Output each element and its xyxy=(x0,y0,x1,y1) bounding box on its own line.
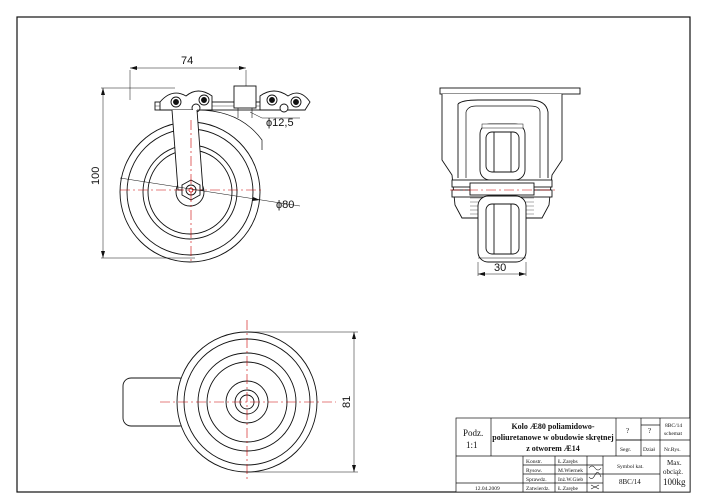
name-sprawdz: Inż.W.Gieb xyxy=(558,477,583,483)
role-sprawdz: Sprawdz. xyxy=(526,477,547,483)
symbol-label: Symbol kat. xyxy=(617,464,644,470)
segr-value: ? xyxy=(626,427,629,435)
name-rysow: M.Wiernek xyxy=(558,468,583,474)
dim-wheel-diameter: ϕ80 xyxy=(276,199,294,211)
segr-label: Segr. xyxy=(620,447,632,453)
dim-bore: ϕ12,5 xyxy=(266,117,294,129)
dim-wheel-width: 30 xyxy=(494,262,506,274)
symbol-value: 8BC/14 xyxy=(619,478,641,486)
nr-rys-label: Nr.Rys. xyxy=(664,447,681,453)
drawing-date: 12.04.2009 xyxy=(475,486,500,492)
role-rysow: Rysow. xyxy=(526,468,543,474)
drawing-title-line-2: poliuretanowe w obudowie skrętnej xyxy=(492,433,614,442)
scale-label: Podz. xyxy=(463,428,483,438)
max-load-label-1: Max. xyxy=(667,459,682,467)
drawing-title-line-1: Kolo Æ80 poliamidowo- xyxy=(511,422,594,431)
max-load-value: 100kg xyxy=(663,477,686,487)
dim-height-side: 100 xyxy=(90,167,102,185)
title-block xyxy=(455,417,691,493)
role-zatwierdz: Zatwierdz. xyxy=(526,486,550,492)
dim-bottom-height: 81 xyxy=(341,396,353,408)
name-zatwierdz: Ł.Zarębe xyxy=(558,486,579,492)
front-view xyxy=(439,87,581,276)
drawing-code: 8BC/14 xyxy=(665,423,682,429)
dzial-value: ? xyxy=(648,427,651,435)
max-load-label-2: obciąż. xyxy=(663,468,683,476)
dzial-label: Dział xyxy=(643,447,655,453)
scale-value: 1:1 xyxy=(466,440,478,450)
side-view xyxy=(101,66,311,263)
dim-width-top: 74 xyxy=(181,55,193,67)
drawing-title-line-3: z otworem Æ14 xyxy=(526,444,580,453)
name-konstr: Ł.Zarębs xyxy=(558,459,578,465)
top-view xyxy=(122,320,358,480)
sheet-border xyxy=(16,16,691,493)
drawing-code-sub: schemat xyxy=(664,431,682,437)
role-konstr: Konstr. xyxy=(526,459,543,465)
